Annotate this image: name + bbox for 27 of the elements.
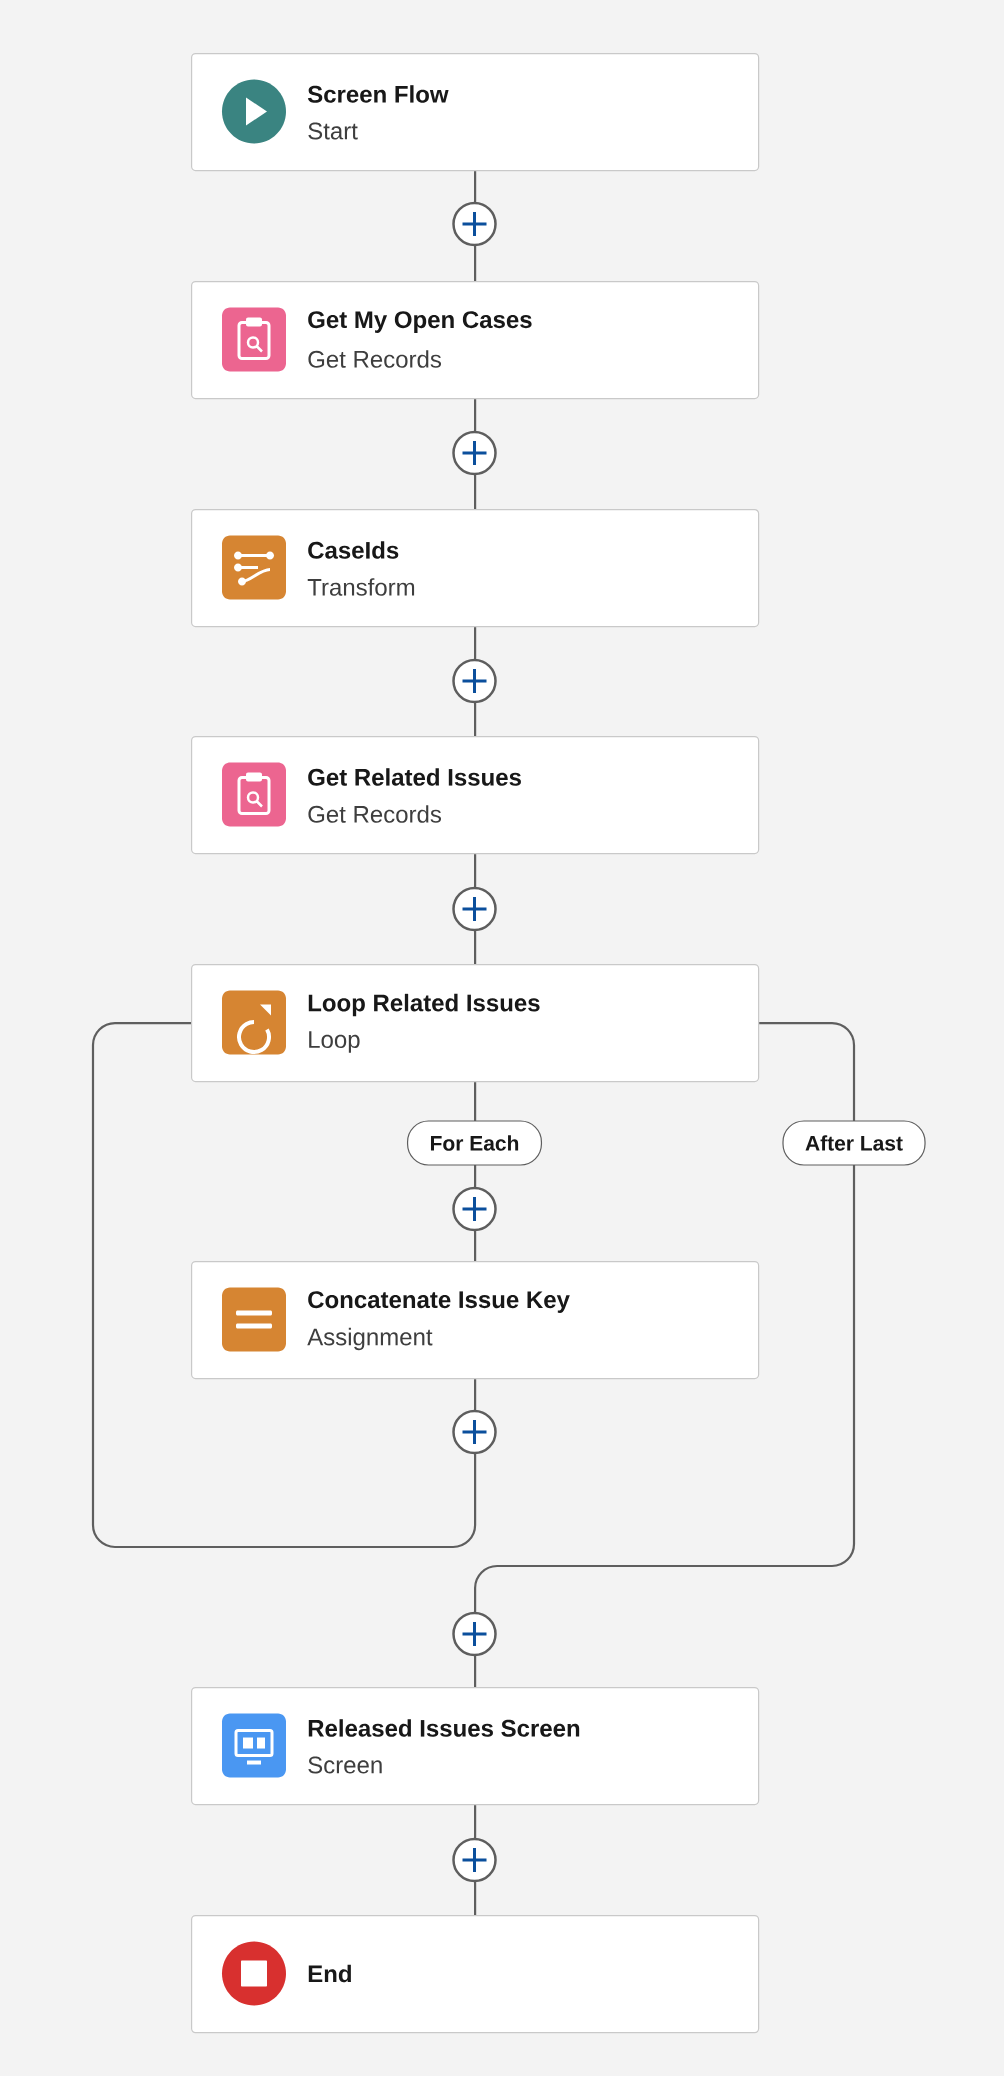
connector-line [474,1022,856,1687]
flow-element-card [191,736,760,855]
element-type: Start [308,122,358,140]
edge-label: After Last [782,1120,926,1166]
element-title: Screen Flow [307,85,449,103]
element-title: Loop Related Issues [308,993,540,1017]
element-title: Released Issues Screen [308,1719,580,1737]
flow-element-card [191,281,760,400]
element-title: End [308,1964,351,1983]
element-title: Concatenate Issue Key [308,1291,570,1313]
connector-line [91,1022,477,1549]
flow-element-card [191,53,760,172]
element-title: CaseIds [308,541,399,559]
flow-element-card [191,509,760,628]
flow-element-card [191,1687,760,1806]
element-title: Get My Open Cases [308,311,532,333]
flow-element-card [191,1915,760,2034]
element-type: Screen [308,1756,382,1774]
element-type: Assignment [307,1327,433,1351]
element-type: Transform [307,578,415,596]
element-type: Loop [309,1031,360,1053]
element-type: Get Records [308,350,442,368]
flow-element-card [191,964,760,1083]
element-type: Get Records [308,805,442,823]
flow-element-card [191,1261,760,1380]
element-title: Get Related Issues [308,768,521,786]
edge-label: For Each [406,1120,543,1166]
